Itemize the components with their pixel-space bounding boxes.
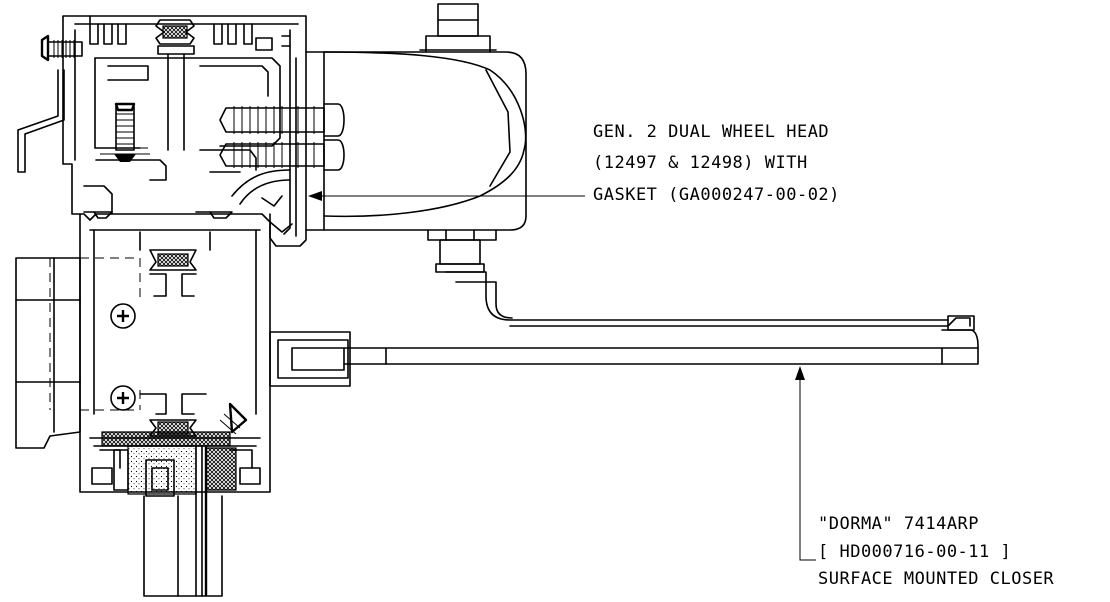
head-fastener-screws <box>219 103 345 171</box>
closer-annotation-line2: [ HD000716-00-11 ] <box>818 542 1012 562</box>
closer-leader-line <box>795 366 816 561</box>
head-annotation-line3: GASKET (GA000247-00-02) <box>593 185 840 205</box>
head-annotation-line2: (12497 & 12498) WITH <box>593 153 808 173</box>
surface-closer-body <box>269 329 979 387</box>
head-annotation-line1: GEN. 2 DUAL WHEEL HEAD <box>593 122 830 142</box>
dual-wheel-head <box>305 3 527 273</box>
closer-annotation-line1: "DORMA" 7414ARP <box>818 514 980 534</box>
head-leader-line <box>308 191 585 201</box>
closer-annotation-line3: SURFACE MOUNTED CLOSER <box>818 569 1055 589</box>
left-jamb-section <box>15 257 81 449</box>
closer-arm <box>445 271 975 331</box>
anchor-screw-top <box>40 34 83 62</box>
angle-clip <box>17 69 65 173</box>
hidden-lines <box>49 257 141 411</box>
set-screw <box>100 102 150 162</box>
glazing-assembly <box>101 431 237 597</box>
head-frame-extrusion <box>62 15 307 247</box>
thermal-break-top <box>155 19 195 151</box>
